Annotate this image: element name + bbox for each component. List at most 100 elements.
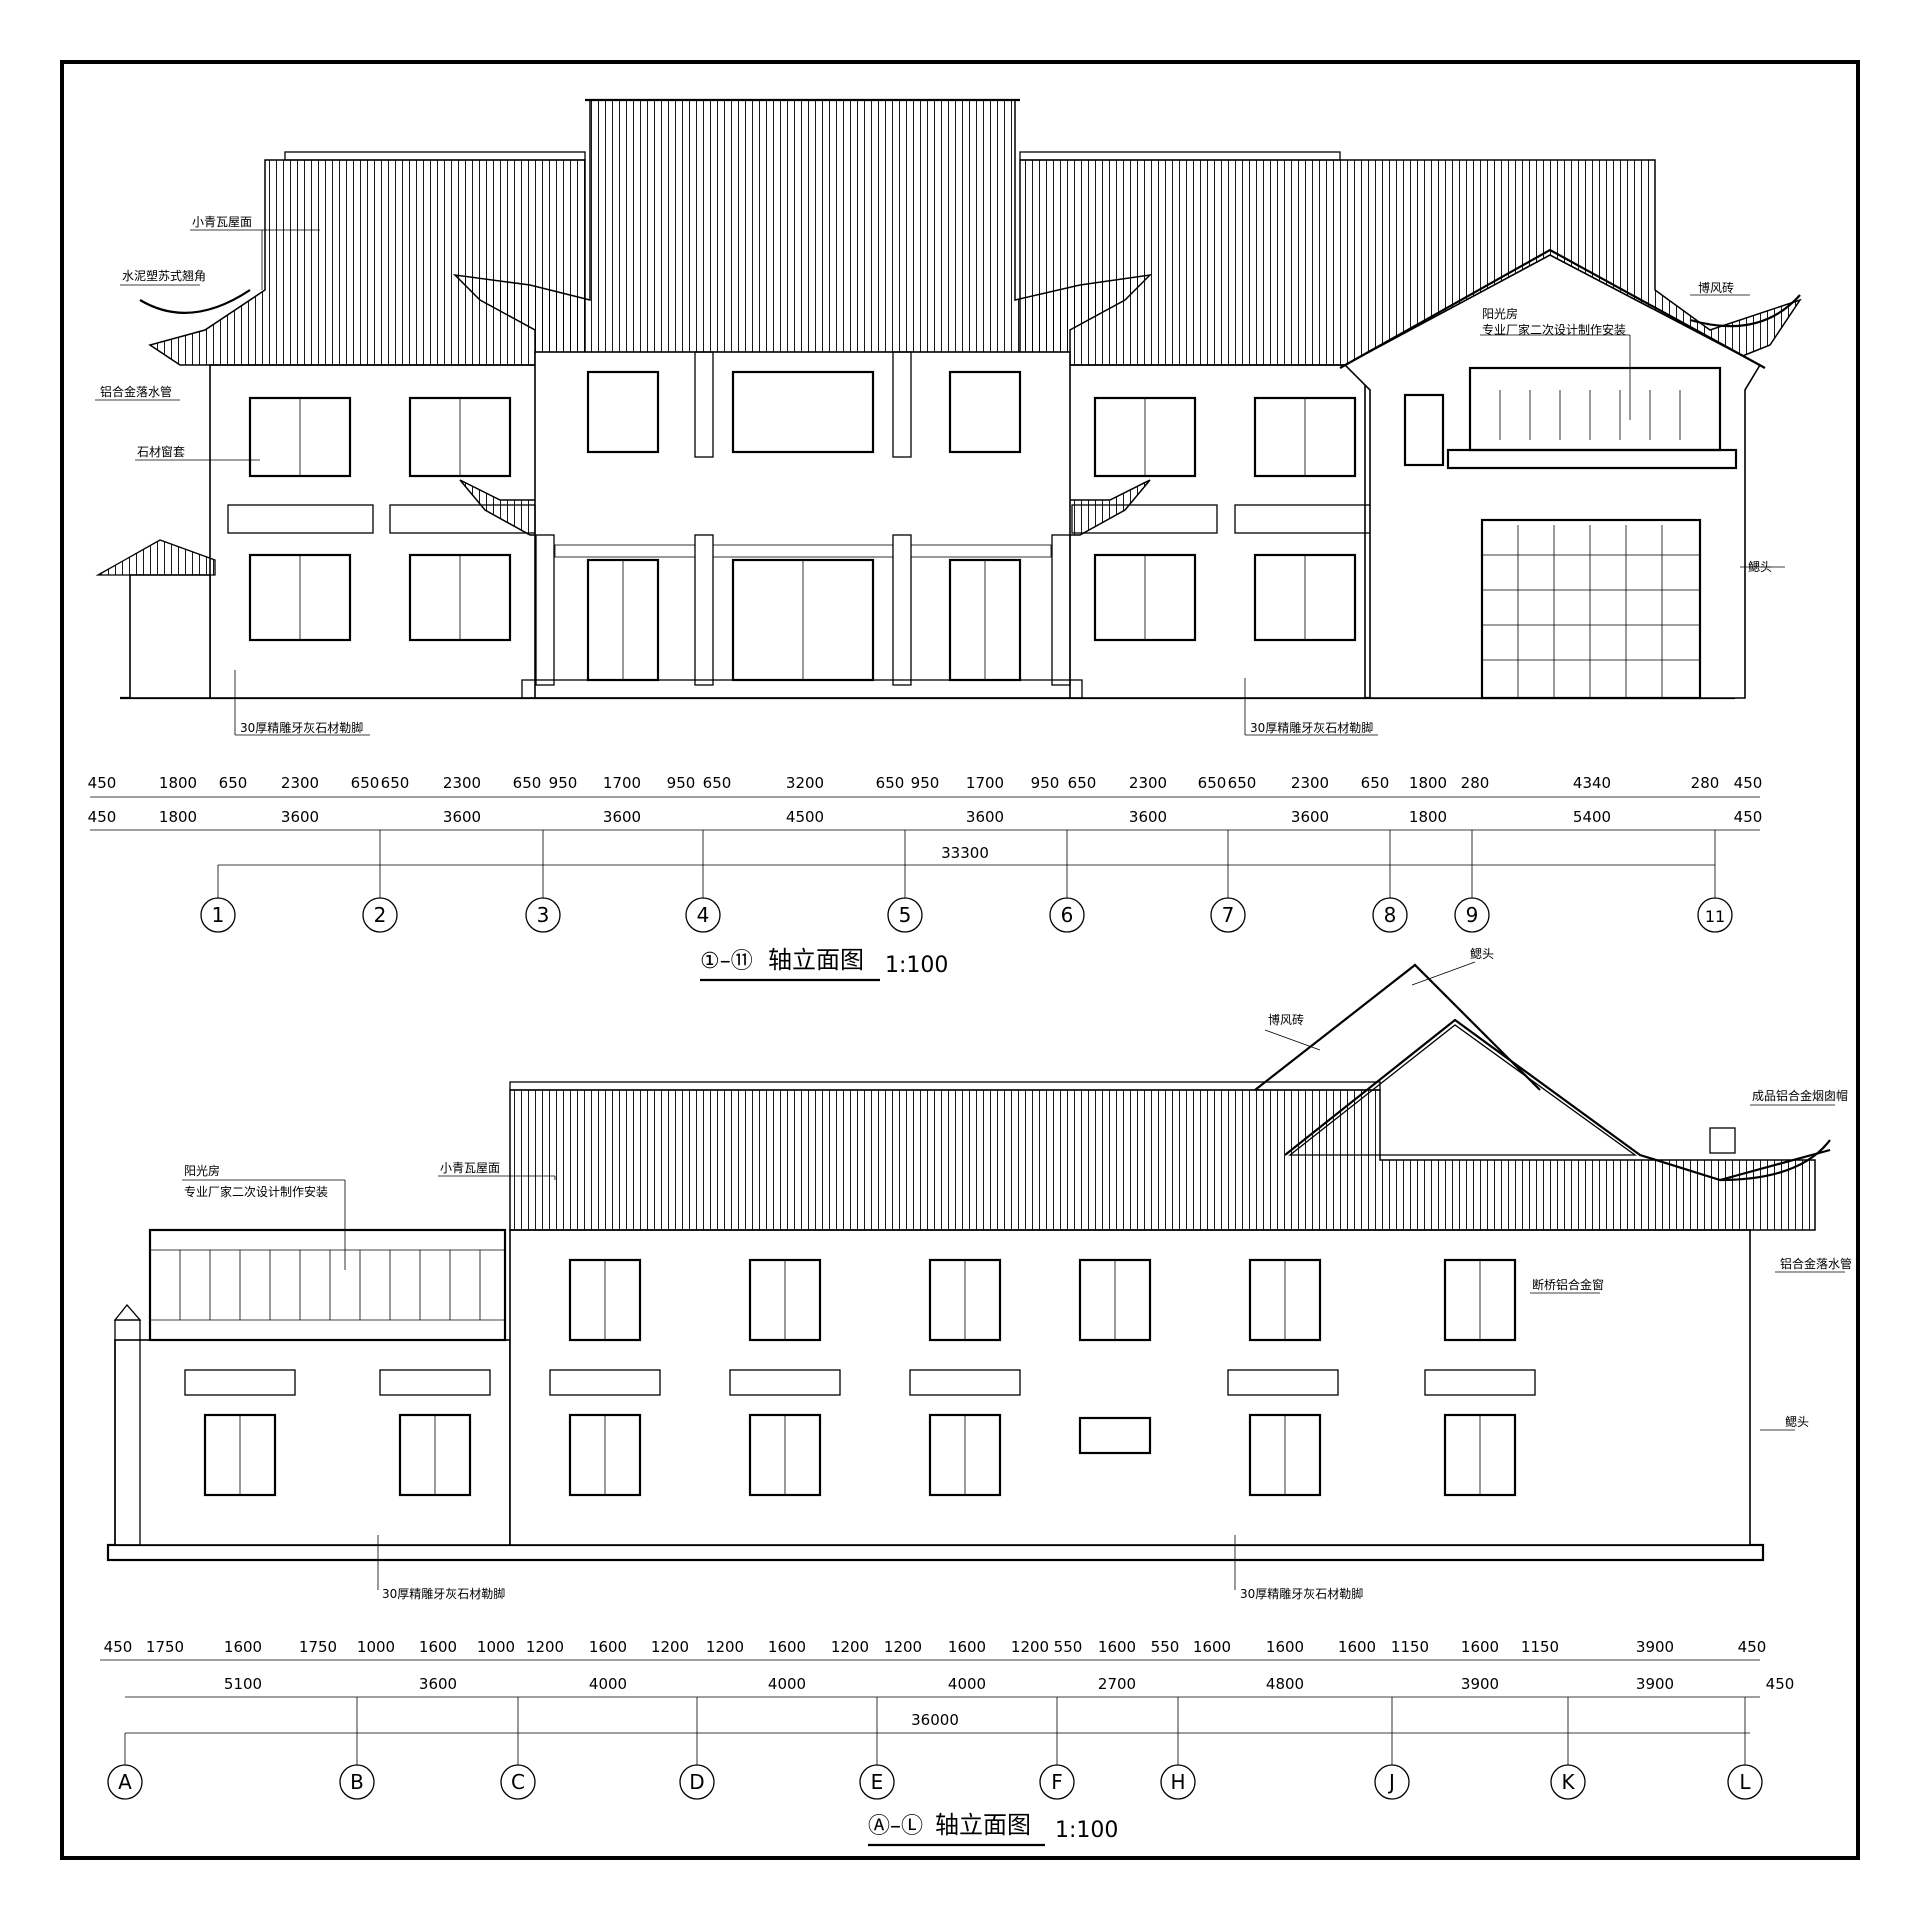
dim-label: 450 (1734, 774, 1763, 792)
annotation-label: 专业厂家二次设计制作安装 (184, 1184, 328, 1199)
axis-label: 6 (1061, 903, 1074, 927)
annotation-label: 30厚精雕牙灰石材勒脚 (240, 720, 363, 735)
annotation-label: 鳃头 (1785, 1415, 1809, 1429)
dim-label: 1200 (526, 1638, 564, 1656)
annotation-label: 阳光房 (1482, 306, 1518, 321)
axis-label: D (689, 1770, 704, 1794)
dim-label: 1600 (1461, 1638, 1499, 1656)
lower-axis-bubbles: A B C D E F H J K L (107, 1697, 1763, 1800)
axis-label: H (1170, 1770, 1185, 1794)
axis-label: F (1051, 1770, 1063, 1794)
upper-title-axes: ①–⑪ (700, 949, 753, 974)
dim-label: 2300 (1291, 774, 1329, 792)
lower-sunroom (148, 1228, 507, 1342)
annotation-label: 石材窗套 (137, 445, 185, 459)
dim-label: 650 (513, 774, 542, 792)
annotation-label: 30厚精雕牙灰石材勒脚 (382, 1586, 505, 1601)
dim-label: 3600 (603, 808, 641, 826)
dim-label: 650 (1228, 774, 1257, 792)
dim-label: 1600 (948, 1638, 986, 1656)
axis-label: 9 (1466, 903, 1479, 927)
dim-label: 650 (219, 774, 248, 792)
lower-title: Ⓐ–Ⓛ 轴立面图 1:100 (868, 1811, 1118, 1847)
dim-label: 450 (88, 808, 117, 826)
dim-label: 5400 (1573, 808, 1611, 826)
annotation-label: 30厚精雕牙灰石材勒脚 (1250, 720, 1373, 735)
lower-title-axes: Ⓐ–Ⓛ (868, 1814, 923, 1839)
dim-label: 3600 (443, 808, 481, 826)
axis-label: A (118, 1770, 132, 1794)
dim-label: 450 (1766, 1675, 1795, 1693)
annotation-label: 铝合金落水管 (100, 384, 172, 399)
annotation-label: 成品铝合金烟囱帽 (1752, 1088, 1848, 1103)
annotation-label: 小青瓦屋面 (440, 1161, 500, 1175)
dim-label: 450 (104, 1638, 133, 1656)
upper-title-text: 轴立面图 (768, 946, 864, 974)
dim-label: 450 (88, 774, 117, 792)
lower-dim-row1: 450 1750 1600 1750 1000 1600 1000 1200 1… (104, 1638, 1767, 1656)
annotation-label: 阳光房 (184, 1163, 220, 1178)
axis-label: 1 (212, 903, 225, 927)
dim-label: 5100 (224, 1675, 262, 1693)
dim-label: 4000 (768, 1675, 806, 1693)
dim-label: 3600 (281, 808, 319, 826)
dim-label: 3900 (1636, 1638, 1674, 1656)
dim-label: 1600 (589, 1638, 627, 1656)
dim-label: 1800 (1409, 808, 1447, 826)
dim-label: 1600 (224, 1638, 262, 1656)
dim-label: 3600 (1129, 808, 1167, 826)
lower-upper-windows (568, 1258, 1517, 1342)
axis-label: K (1561, 1770, 1575, 1794)
lower-elevation: 450 1750 1600 1750 1000 1600 1000 1200 1… (100, 947, 1852, 1847)
dim-label: 1200 (706, 1638, 744, 1656)
axis-label: J (1387, 1770, 1395, 1794)
dim-label: 1200 (651, 1638, 689, 1656)
dim-label: 3600 (419, 1675, 457, 1693)
dim-label: 1600 (419, 1638, 457, 1656)
upper-side-windows (227, 396, 1381, 642)
dim-label: 2300 (1129, 774, 1167, 792)
annotation-label: 30厚精雕牙灰石材勒脚 (1240, 1586, 1363, 1601)
dim-label: 3900 (1461, 1675, 1499, 1693)
annotation-label: 博风砖 (1268, 1012, 1304, 1027)
axis-label: 8 (1384, 903, 1397, 927)
dim-label: 1000 (477, 1638, 515, 1656)
lower-title-scale: 1:100 (1055, 1818, 1118, 1843)
porch-columns (535, 351, 1071, 686)
axis-label: B (350, 1770, 364, 1794)
dim-label: 1200 (884, 1638, 922, 1656)
dim-label: 4340 (1573, 774, 1611, 792)
dim-label: 450 (1734, 808, 1763, 826)
annotation-label: 鳃头 (1470, 947, 1494, 961)
dim-label: 4000 (589, 1675, 627, 1693)
upper-garage-door (1480, 518, 1702, 700)
dim-label: 1000 (357, 1638, 395, 1656)
dim-label: 4800 (1266, 1675, 1304, 1693)
dim-label: 1600 (1266, 1638, 1304, 1656)
annotation-label: 鳃头 (1748, 560, 1772, 574)
dim-label: 2700 (1098, 1675, 1136, 1693)
dim-label: 1600 (768, 1638, 806, 1656)
upper-elevation: 450 1800 650 2300 650 650 2300 650 950 1… (88, 98, 1802, 982)
dim-label: 280 (1461, 774, 1490, 792)
axis-label: C (511, 1770, 525, 1794)
dim-label: 1800 (159, 808, 197, 826)
dim-label: 950 (1031, 774, 1060, 792)
axis-label: 2 (374, 903, 387, 927)
upper-title: ①–⑪ 轴立面图 1:100 (700, 946, 948, 982)
dim-label: 3200 (786, 774, 824, 792)
dim-label: 550 (1054, 1638, 1083, 1656)
dim-label: 550 (1151, 1638, 1180, 1656)
upper-annotations: 小青瓦屋面 水泥塑苏式翘角 铝合金落水管 石材窗套 30厚精雕牙灰石材勒脚 30… (100, 215, 1772, 735)
dim-label: 1200 (831, 1638, 869, 1656)
lower-total-dim: 36000 (911, 1711, 959, 1729)
lower-dim-row2: 5100 3600 4000 4000 4000 2700 4800 3900 … (224, 1675, 1794, 1693)
dim-label: 1600 (1098, 1638, 1136, 1656)
lower-annotations: 阳光房 专业厂家二次设计制作安装 小青瓦屋面 博风砖 鳃头 成品铝合金烟囱帽 铝… (184, 947, 1852, 1601)
dim-label: 1150 (1521, 1638, 1559, 1656)
annotation-label: 博风砖 (1698, 280, 1734, 295)
annotation-label: 断桥铝合金窗 (1532, 1277, 1604, 1292)
dim-label: 450 (1738, 1638, 1767, 1656)
annotation-label: 小青瓦屋面 (192, 215, 252, 229)
upper-central-doors (554, 370, 1052, 682)
